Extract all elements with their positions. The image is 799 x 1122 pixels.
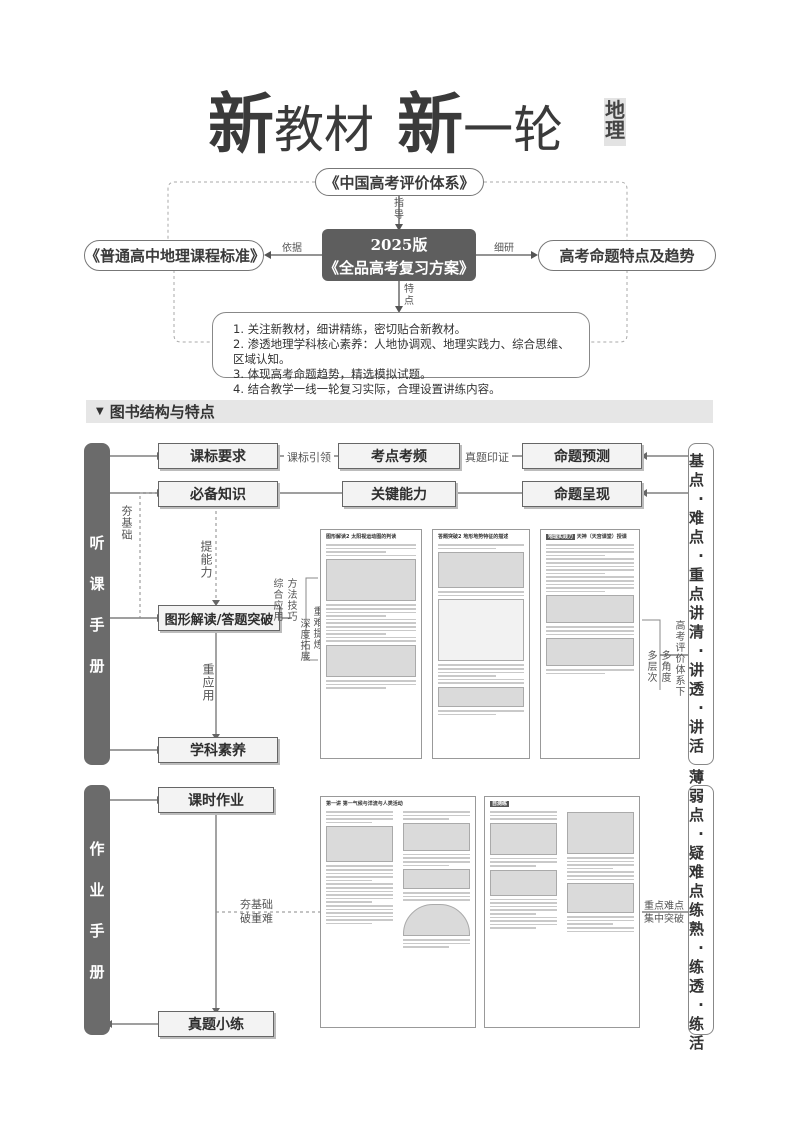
tab-char: 册	[89, 963, 105, 981]
summary-dot: ·	[698, 824, 704, 843]
sample-page-self-test: 自测练	[484, 796, 640, 1028]
summary-dot: ·	[698, 995, 704, 1014]
emphasize-apply-label: 重应用	[201, 663, 215, 702]
summary-text: 难点	[689, 509, 705, 546]
evaluation-label: 高考评价体系下	[673, 620, 684, 697]
book-year: 2025版	[370, 236, 428, 254]
summary-text: 重点	[689, 566, 705, 603]
section-header: ▼ 图书结构与特点	[86, 400, 713, 423]
summary-text: 练熟	[689, 900, 705, 938]
exam-frequency-node: 考点考频	[338, 443, 460, 469]
subject-char-2: 理	[605, 118, 625, 142]
title-new-1: 新	[208, 86, 274, 163]
real-exam-practice-node: 真题小练	[158, 1011, 274, 1037]
feature-item: 4. 结合教学一线一轮复习实际，合理设置讲练内容。	[233, 382, 501, 396]
extend-label: 深度拓展	[298, 618, 309, 662]
exam-trends-pill: 高考命题特点及趋势	[538, 240, 716, 271]
ability-label: 提能力	[199, 540, 213, 579]
sample-page-title: 图形解读2 太阳视运动图的判读	[326, 534, 397, 540]
summary-dot: ·	[698, 547, 704, 565]
guide-label: 指导	[394, 198, 404, 221]
key-ability-node: 关键能力	[342, 481, 456, 507]
practice-badge: 地理实践力	[546, 534, 576, 540]
focus-label: 重点难点 集中突破	[644, 901, 684, 925]
summary-dot: ·	[698, 490, 704, 508]
summary-text: 疑难点	[689, 843, 705, 900]
self-test-badge: 自测练	[490, 801, 510, 807]
feature-item: 2. 渗透地理学科核心素养：人地协调观、地理实践力、综合思维、区域认知。	[233, 337, 570, 366]
summary-text: 讲透	[689, 661, 705, 698]
basis-label: 依据	[282, 243, 302, 254]
tab-char: 册	[89, 657, 105, 675]
top-diagram-lines	[167, 181, 628, 343]
summary-text: 练活	[689, 1014, 705, 1052]
sample-figure	[326, 559, 416, 602]
sample-page-homework: 第一讲 第一气候与洋流与人类活动	[320, 796, 476, 1028]
title-textbook: 教材	[274, 101, 374, 159]
real-exam-label: 真题印证	[462, 449, 512, 465]
triangle-down-icon: ▼	[96, 406, 104, 417]
evaluation-system-pill: 《中国高考评价体系》	[315, 168, 484, 196]
features-list: 1. 关注新教材，细讲精练，密切贴合新教材。 2. 渗透地理学科核心素养：人地协…	[212, 312, 590, 396]
sample-page-title: 答题突破2 地形地势特征的描述	[438, 534, 509, 540]
curriculum-guide-label: 课标引领	[284, 449, 334, 465]
pattern-label: 重难提炼	[311, 606, 322, 650]
summary-text: 薄弱点	[689, 767, 705, 824]
essential-knowledge-node: 必备知识	[158, 481, 278, 507]
sample-page-title: 天神（天宫课堂）授课	[576, 534, 627, 540]
multi-level-label: 多层次	[645, 650, 656, 683]
study-label: 细研	[494, 243, 514, 254]
summary-text: 讲活	[689, 718, 705, 755]
foundation-label: 夯基础	[120, 505, 133, 541]
curriculum-standard-pill: 《普通高中地理课程标准》	[84, 240, 265, 271]
proposition-node: 命题呈现	[522, 481, 642, 507]
prediction-node: 命题预测	[522, 443, 642, 469]
tab-char: 听	[89, 534, 105, 552]
subject-badge: 地 理	[604, 98, 626, 146]
feature-item: 1. 关注新教材，细讲精练，密切贴合新教材。	[233, 322, 467, 336]
homework-handbook-tab: 作 业 手 册	[84, 785, 110, 1035]
feature-item: 3. 体现高考命题趋势，精选模拟试题。	[233, 367, 432, 381]
book-title-box: 2025版 《全品高考复习方案》	[322, 229, 476, 281]
apply-label: 综合应用	[271, 578, 282, 622]
lesson-homework-node: 课时作业	[158, 787, 274, 813]
tab-char: 课	[89, 575, 105, 593]
curriculum-requirements-node: 课标要求	[158, 443, 278, 469]
tab-char: 手	[89, 616, 105, 634]
summary-text: 讲清	[689, 604, 705, 641]
listen-handbook-tab: 听 课 手 册	[84, 443, 110, 765]
homework-right-summary: 薄弱点 · 疑难点 练熟 · 练透 · 练活	[688, 768, 714, 1052]
section-title: 图书结构与特点	[109, 403, 215, 421]
subject-literacy-node: 学科素养	[158, 737, 278, 763]
listen-right-summary: 基点 · 难点 · 重点 讲清 · 讲透 · 讲活	[688, 443, 714, 765]
homework-foundation-label: 夯基础 破重难	[240, 898, 273, 925]
main-title: 新教材 新一轮	[208, 92, 563, 158]
book-name: 《全品高考复习方案》	[323, 259, 474, 277]
sample-page-answer: 答题突破2 地形地势特征的描述	[432, 529, 530, 759]
graph-answer-node: 图形解读/答题突破	[158, 605, 280, 631]
sample-page-practice: 地理实践力 天神（天宫课堂）授课	[540, 529, 640, 759]
summary-dot: ·	[698, 699, 704, 717]
summary-dot: ·	[698, 642, 704, 660]
title-round: 一轮	[463, 101, 564, 159]
sample-page-graph: 图形解读2 太阳视运动图的判读	[320, 529, 422, 759]
method-label: 方法技巧	[285, 578, 296, 622]
sample-page-title: 第一讲 第一气候与洋流与人类活动	[326, 801, 403, 807]
title-new-2: 新	[397, 86, 464, 163]
tab-char: 作	[89, 840, 105, 858]
tab-char: 业	[89, 881, 105, 899]
summary-dot: ·	[698, 938, 704, 957]
summary-text: 基点	[689, 452, 705, 489]
features-label: 特点	[404, 284, 414, 307]
summary-text: 练透	[689, 957, 705, 995]
subject-char-1: 地	[605, 98, 625, 122]
multi-angle-label: 多角度	[659, 650, 670, 683]
tab-char: 手	[89, 922, 105, 940]
